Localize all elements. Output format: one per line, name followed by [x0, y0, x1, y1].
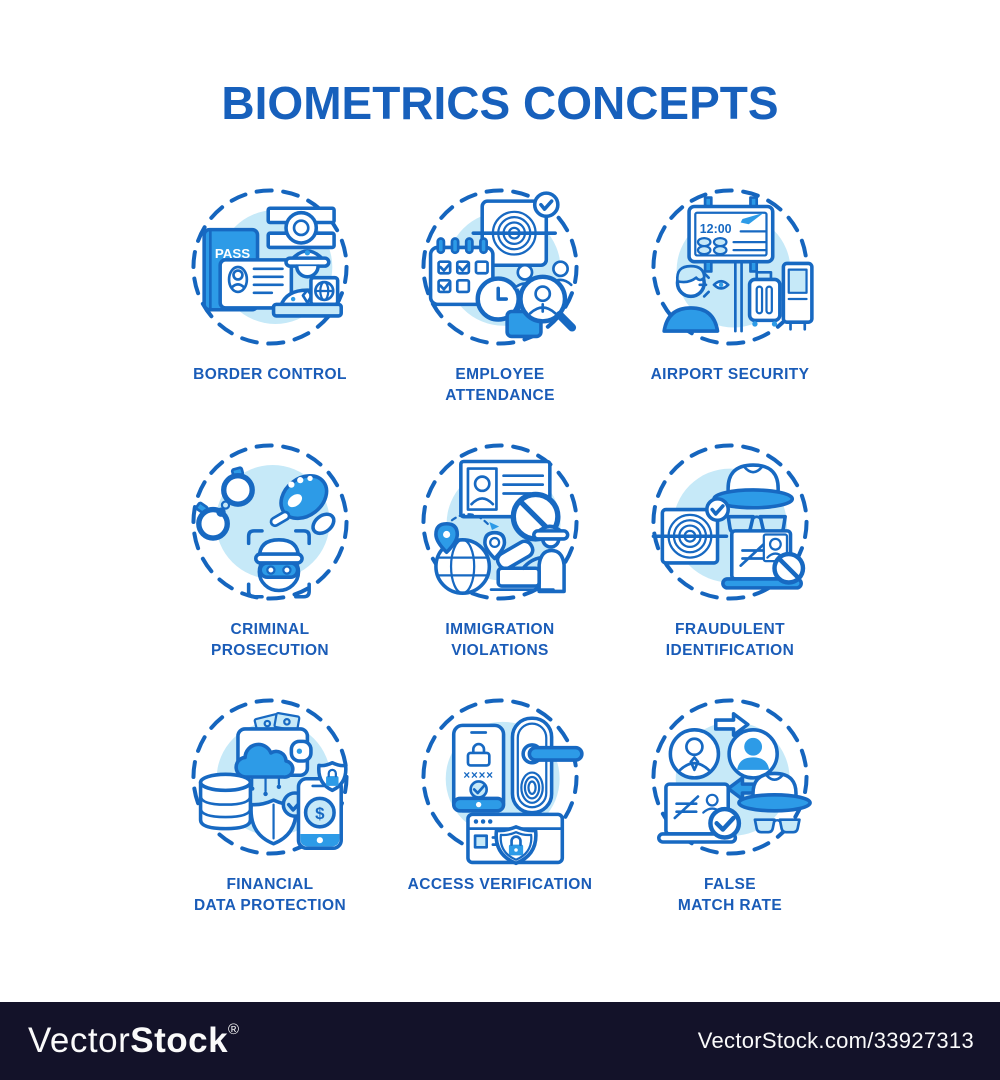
border-control-icon: PASS: [191, 188, 349, 346]
concept-card-access-verification: ××××: [385, 688, 615, 930]
watermark-url: VectorStock.com/33927313: [697, 1028, 974, 1053]
concept-card-airport-security: 12:00: [615, 178, 845, 420]
open-suitcase: [489, 539, 555, 591]
fedora-hat: [737, 771, 812, 813]
brand-name-bold: Stock: [130, 1021, 229, 1060]
registered-mark: ®: [228, 1021, 240, 1038]
laptop-check: [657, 782, 742, 844]
fraudulent-identification-icon: [651, 443, 809, 601]
fingerprint-scan: [651, 497, 730, 565]
stamp: [266, 206, 336, 250]
concept-grid: PASS: [0, 178, 1000, 930]
svg-text:$: $: [315, 804, 325, 823]
vectorstock-logo: VectorStock®: [28, 1021, 240, 1061]
fingerprint-scanner: [471, 191, 560, 267]
luggage: [747, 271, 782, 327]
brand-name-thin: Vector: [28, 1021, 131, 1060]
shoe-print: [269, 474, 336, 536]
masked-burglar: [253, 538, 304, 593]
employee-attendance-icon: [421, 188, 579, 346]
face-scan-frame: [246, 529, 311, 599]
wallet-cloud: [234, 711, 313, 797]
door-fingerprint-lock: [510, 716, 584, 815]
handcuffs: [195, 466, 255, 541]
svg-text:××××: ××××: [463, 770, 494, 782]
check-in-kiosk: [781, 261, 814, 331]
criminal-prosecution-icon: [191, 443, 349, 601]
immigration-violations-icon: [421, 443, 579, 601]
secure-browser: [466, 812, 565, 866]
database: [198, 772, 253, 831]
id-card: [218, 258, 294, 310]
svg-text:PASS: PASS: [215, 246, 250, 261]
secure-phone: $: [296, 760, 348, 850]
calendar: [428, 237, 495, 307]
concept-label: BORDER CONTROL: [193, 366, 347, 383]
false-match-rate-icon: [651, 698, 812, 856]
page-title: BIOMETRICS CONCEPTS: [221, 77, 779, 129]
concept-label: AIRPORT SECURITY: [650, 366, 810, 383]
financial-data-protection-icon: $: [191, 698, 349, 856]
globe-pins: [434, 513, 507, 595]
departure-board: 12:00: [687, 196, 775, 273]
access-verification-icon: ××××: [421, 698, 584, 866]
watermark-bar: VectorStock® VectorStock.com/33927313: [0, 1002, 1000, 1080]
phone-password: ××××: [451, 723, 506, 813]
svg-text:12:00: 12:00: [700, 222, 732, 236]
concept-card-border-control: PASS: [155, 178, 385, 420]
profile-swap: [668, 712, 779, 802]
desk-globe: [271, 275, 343, 318]
laptop-mismatch: [721, 529, 806, 590]
employee-search: [505, 260, 577, 339]
concept-label: ACCESS VERIFICATION: [407, 876, 593, 893]
clock: [475, 276, 521, 322]
airport-security-icon: 12:00: [651, 188, 814, 346]
passenger-face-scan: [662, 262, 743, 333]
glasses: [753, 818, 801, 834]
